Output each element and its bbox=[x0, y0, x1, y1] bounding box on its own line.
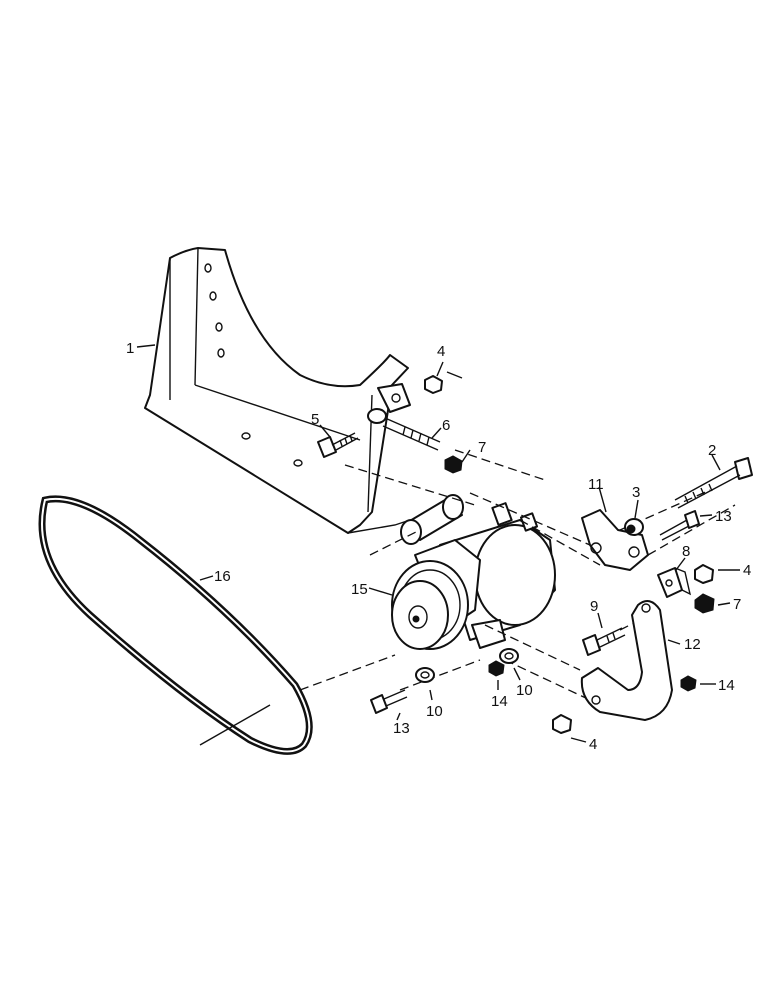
callout-5: 5 bbox=[311, 411, 319, 428]
callout-14-right: 14 bbox=[718, 677, 735, 694]
nut-4-right bbox=[694, 564, 714, 584]
callout-13-top: 13 bbox=[715, 508, 732, 525]
callout-12: 12 bbox=[684, 636, 701, 653]
stud-6 bbox=[367, 408, 441, 451]
compressor bbox=[391, 502, 556, 650]
drive-belt bbox=[38, 495, 313, 755]
nut-7-top bbox=[444, 455, 463, 474]
nut-7-right bbox=[694, 593, 715, 614]
adjuster-block bbox=[657, 567, 692, 598]
nut-4-top bbox=[424, 375, 443, 394]
callout-7-top: 7 bbox=[478, 439, 486, 456]
nut-14-bottom bbox=[488, 660, 505, 677]
callout-4-bottom: 4 bbox=[589, 736, 597, 753]
washer-10-left bbox=[415, 667, 435, 683]
callout-11: 11 bbox=[588, 476, 604, 493]
bolt-13-top bbox=[659, 510, 700, 541]
callout-labels: 1 2 3 4 4 4 5 6 7 7 8 9 10 10 11 12 13 1… bbox=[126, 340, 751, 753]
spacer-3 bbox=[624, 518, 644, 536]
bolt-5 bbox=[317, 432, 359, 458]
callout-1: 1 bbox=[126, 340, 134, 357]
adjusting-bracket bbox=[580, 600, 673, 721]
front-bracket bbox=[581, 509, 649, 571]
callout-16: 16 bbox=[214, 568, 231, 585]
callout-10-right: 10 bbox=[516, 682, 533, 699]
nut-4-bottom bbox=[552, 714, 572, 734]
callout-7-right: 7 bbox=[733, 596, 741, 613]
callout-4-top: 4 bbox=[437, 343, 445, 360]
bolt-9 bbox=[582, 627, 626, 656]
callout-9: 9 bbox=[590, 598, 598, 615]
callout-8: 8 bbox=[682, 543, 690, 560]
assembly-lines bbox=[299, 449, 736, 701]
bolt-13-bottom bbox=[370, 689, 408, 714]
washer-10-right bbox=[499, 648, 519, 664]
mounting-bracket bbox=[144, 247, 411, 534]
callout-10-left: 10 bbox=[426, 703, 443, 720]
callout-14-bottom: 14 bbox=[491, 693, 508, 710]
bolt-2 bbox=[674, 457, 753, 509]
callout-6: 6 bbox=[442, 417, 450, 434]
leader-lines bbox=[136, 344, 740, 743]
callout-4-right: 4 bbox=[743, 562, 751, 579]
callout-13-bottom: 13 bbox=[393, 720, 410, 737]
spacer-tube bbox=[400, 494, 464, 545]
callout-2: 2 bbox=[708, 442, 716, 459]
nut-14-right bbox=[680, 675, 697, 692]
callout-3: 3 bbox=[632, 484, 640, 501]
callout-15: 15 bbox=[351, 581, 368, 598]
